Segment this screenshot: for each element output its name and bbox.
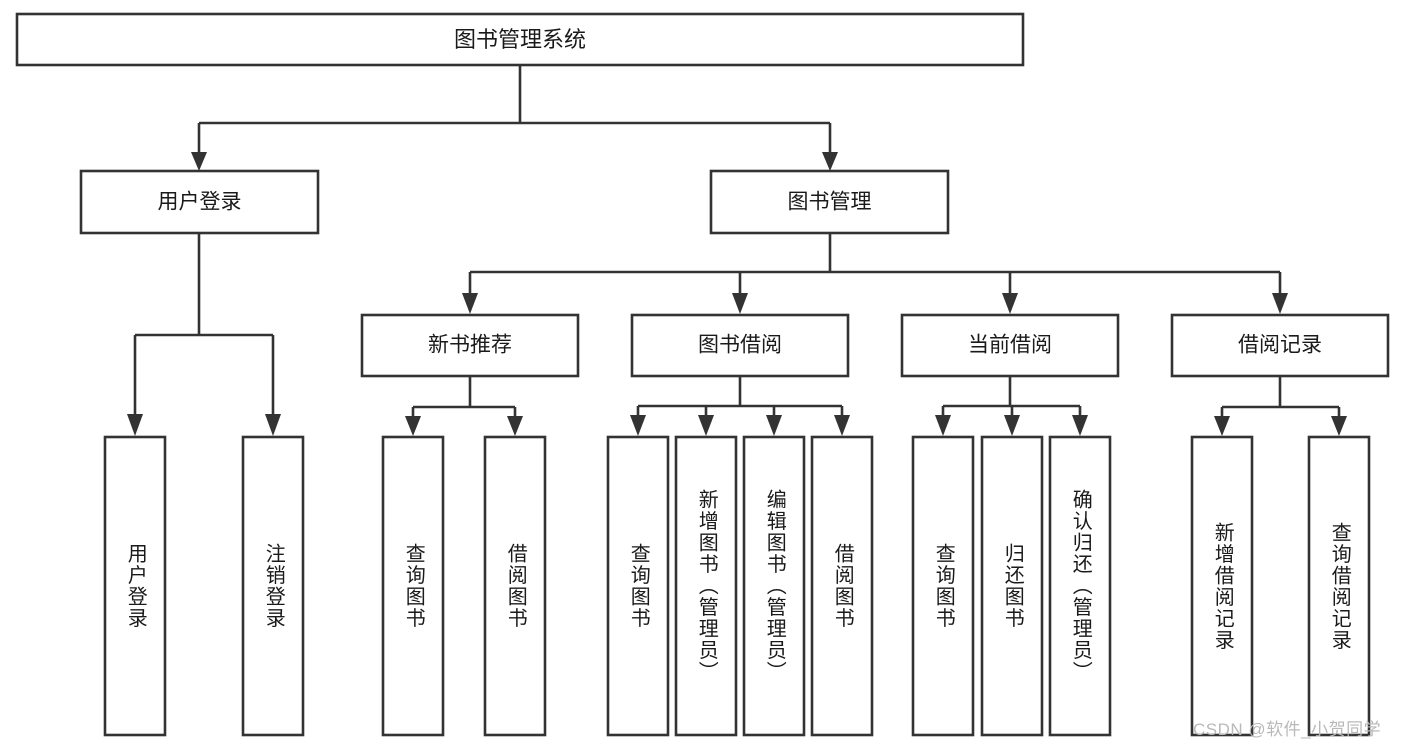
arrowhead-current-borrow: [1002, 293, 1018, 314]
leaf-box-user-login-1[interactable]: [103, 435, 167, 737]
arrowhead-borrow-record: [1272, 293, 1288, 314]
leaf-box-recommend-2[interactable]: [483, 435, 547, 737]
leaf-box-record-1[interactable]: [1190, 435, 1254, 737]
arrowhead-leaf-borrow-2: [698, 415, 714, 436]
arrowhead-leaf-borrow-3: [766, 415, 782, 436]
leaf-box-borrow-1[interactable]: [606, 435, 670, 737]
node-book-borrow-label: 图书借阅: [698, 334, 782, 357]
arrowhead-leaf-current-2: [1004, 415, 1020, 436]
node-book-manage-box[interactable]: [709, 169, 950, 235]
node-user-login-label: 用户登录: [158, 191, 242, 214]
leaf-box-current-2[interactable]: [980, 435, 1044, 737]
arrowhead-leaf-user-login-1: [127, 414, 143, 436]
leaf-box-user-login-2[interactable]: [241, 435, 305, 737]
arrowhead-book-manage: [822, 152, 838, 171]
node-current-borrow-label: 当前借阅: [968, 334, 1052, 357]
arrowhead-leaf-user-login-2: [265, 414, 281, 436]
node-current-borrow-box[interactable]: [900, 313, 1120, 378]
node-root-label: 图书管理系统: [454, 27, 586, 52]
arrowhead-leaf-record-2: [1331, 416, 1347, 436]
arrowhead-new-book-recommend: [462, 293, 478, 314]
leaf-box-borrow-3[interactable]: [742, 435, 806, 737]
node-borrow-record-label: 借阅记录: [1238, 334, 1322, 357]
leaf-box-borrow-4[interactable]: [810, 435, 874, 737]
connector-group-new-book-recommend: [405, 376, 523, 436]
node-book-borrow-box[interactable]: [630, 313, 850, 378]
node-book-manage-label: 图书管理: [788, 191, 872, 214]
leaf-box-record-2[interactable]: [1307, 435, 1371, 737]
node-user-login-box[interactable]: [79, 169, 320, 235]
arrowhead-leaf-borrow-4: [834, 415, 850, 436]
watermark-text: CSDN @软件_小贺同学: [1193, 720, 1382, 739]
leaf-box-current-1[interactable]: [911, 435, 975, 737]
connector-group-root: [191, 66, 838, 171]
arrowhead-leaf-current-3: [1072, 415, 1088, 436]
connector-group-borrow-record: [1214, 376, 1347, 436]
connector-group-current-borrow: [935, 376, 1088, 436]
leaf-box-borrow-2[interactable]: [674, 435, 738, 737]
connector-group-book-manage: [462, 233, 1288, 314]
arrowhead-leaf-recommend-1: [405, 416, 421, 436]
connector-group-book-borrow: [630, 376, 850, 436]
connector-group-user-login: [127, 233, 281, 436]
node-borrow-record-box[interactable]: [1170, 313, 1390, 378]
node-new-book-recommend-box[interactable]: [360, 313, 580, 378]
arrowhead-leaf-borrow-1: [630, 415, 646, 436]
leaf-box-recommend-1[interactable]: [381, 435, 445, 737]
arrowhead-leaf-record-1: [1214, 416, 1230, 436]
arrowhead-book-borrow: [732, 293, 748, 314]
node-new-book-recommend-label: 新书推荐: [428, 334, 512, 357]
arrowhead-user-login: [191, 152, 207, 171]
arrowhead-leaf-current-1: [935, 415, 951, 436]
arrowhead-leaf-recommend-2: [507, 416, 523, 436]
leaf-box-current-3[interactable]: [1048, 435, 1112, 737]
node-root-box[interactable]: [15, 12, 1025, 67]
